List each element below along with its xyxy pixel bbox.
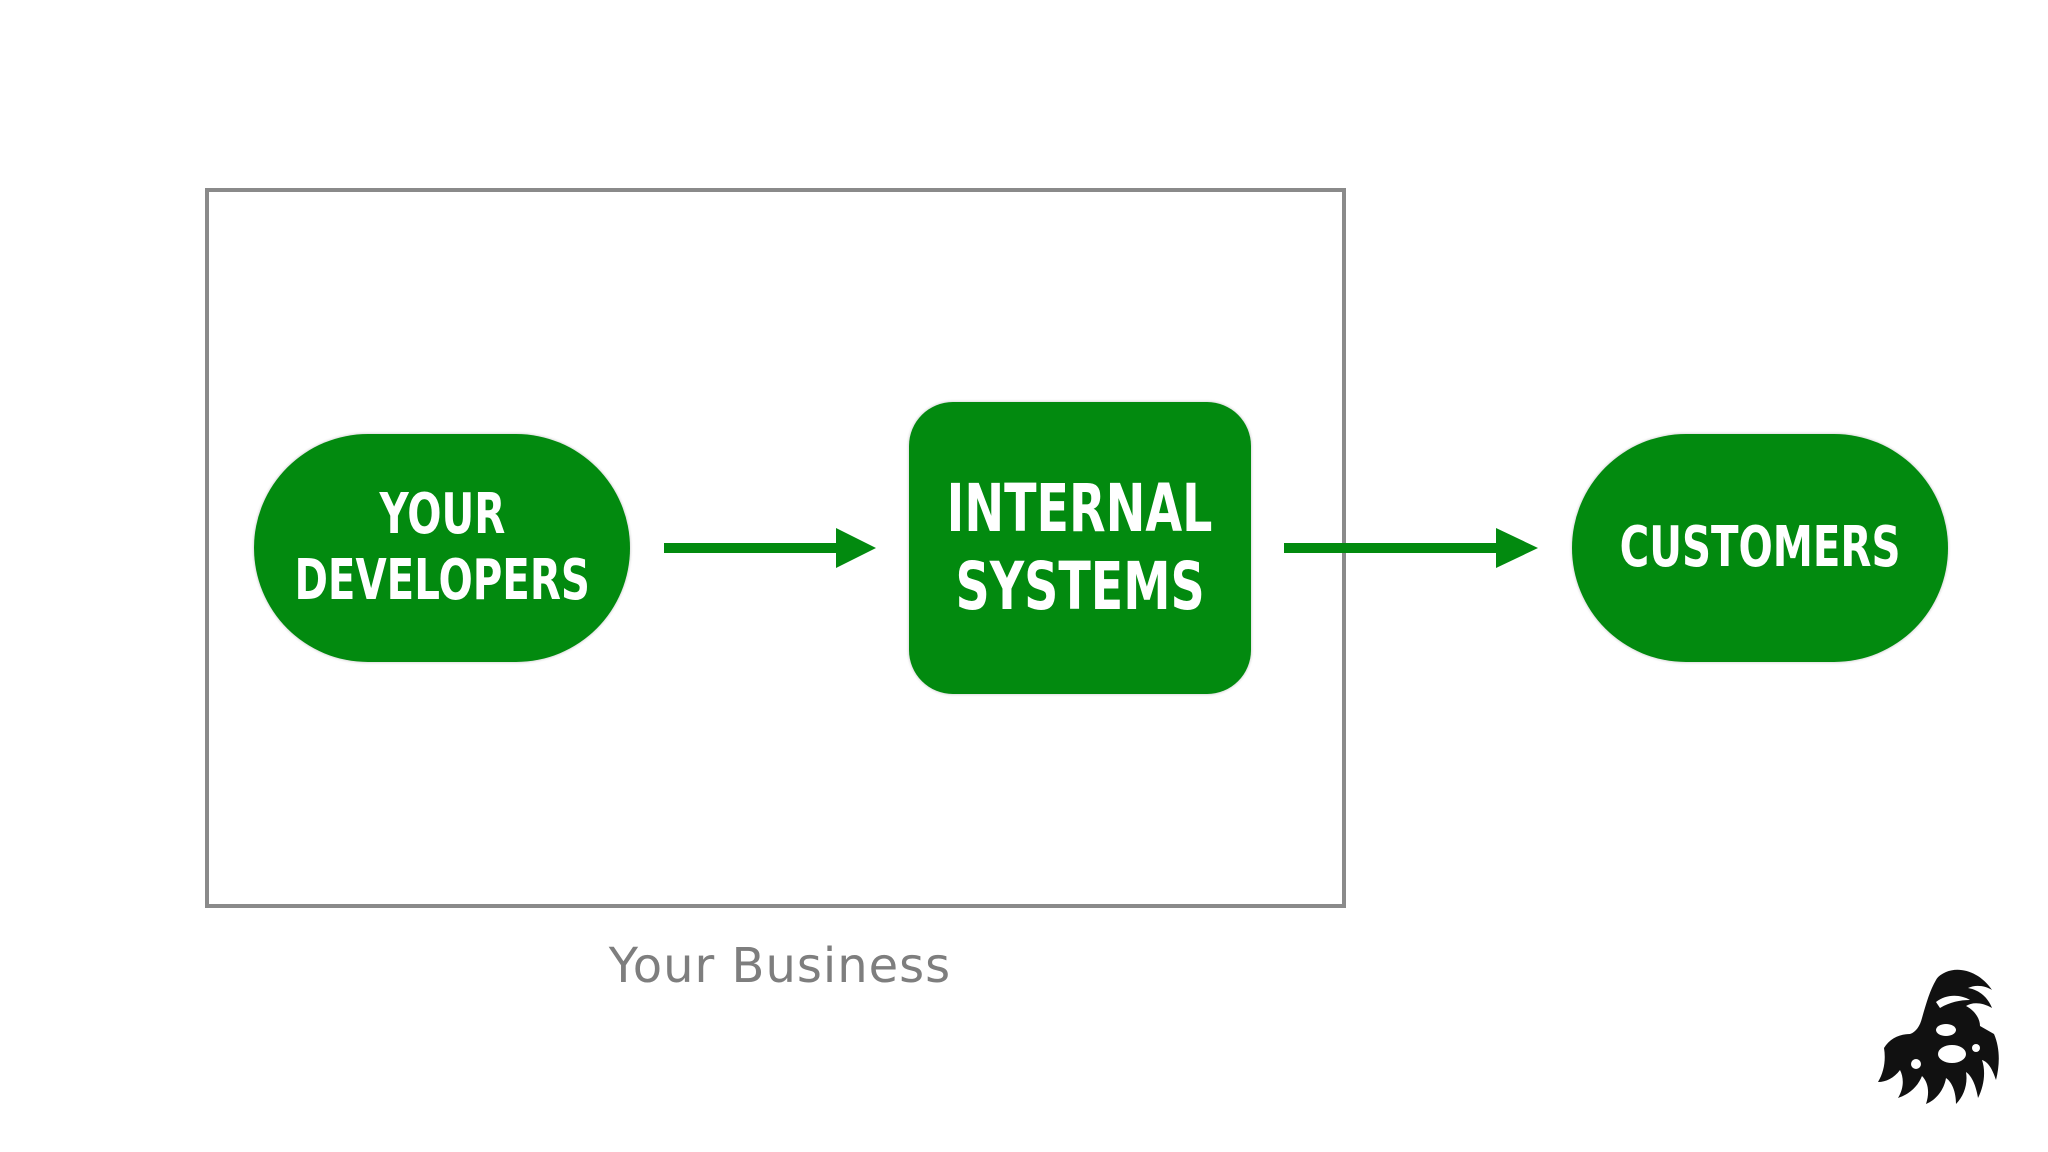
node-label-line: SYSTEMS (955, 548, 1205, 625)
logo-shape (1878, 969, 1999, 1104)
business-boundary-label: Your Business (608, 938, 952, 994)
node-label-line: INTERNAL (947, 470, 1213, 548)
node-customers: CUSTOMERS (1572, 434, 1948, 662)
arrow-head (1496, 528, 1538, 568)
node-label-line: DEVELOPERS (294, 548, 590, 613)
logo-highlights (1911, 995, 1980, 1069)
node-label-line: YOUR (379, 481, 505, 547)
node-label-line: CUSTOMERS (1619, 514, 1901, 580)
node-your-developers: YOUR DEVELOPERS (254, 434, 630, 662)
node-internal-systems: INTERNAL SYSTEMS (909, 402, 1251, 694)
monster-claw-logo-icon (1878, 969, 1999, 1104)
